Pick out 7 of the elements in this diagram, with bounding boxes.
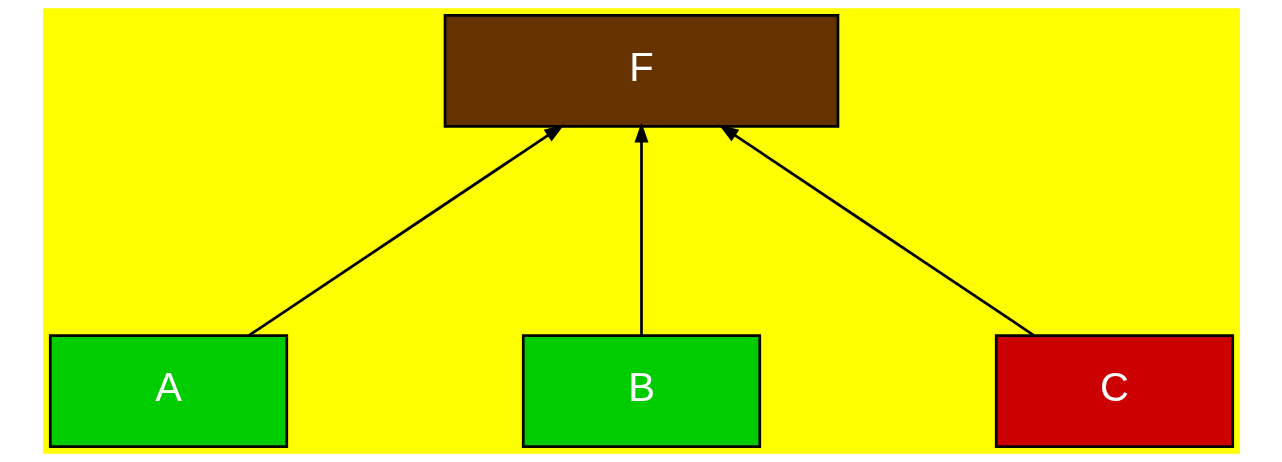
node-box: F [443,14,839,128]
node-box: A [48,334,288,448]
node-box: C [994,334,1234,448]
arrow [634,122,648,336]
arrow [718,124,1035,337]
arrow [247,124,564,337]
node-box: B [521,334,761,448]
